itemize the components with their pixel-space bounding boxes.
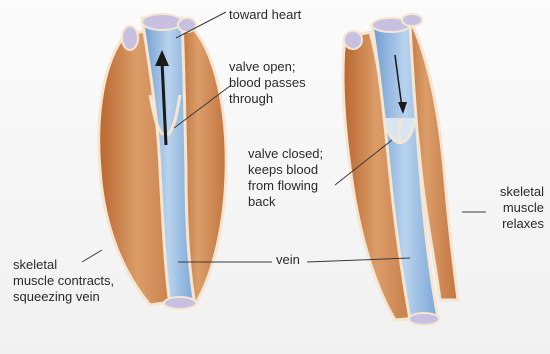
label-vein: vein <box>276 252 300 268</box>
left-vein-top-cut <box>142 14 182 30</box>
left-vein-bottom-cut <box>164 297 196 309</box>
label-skeletal-muscle-relaxes: skeletal muscle relaxes <box>488 184 544 232</box>
right-left-muscle-top-cut <box>344 31 362 49</box>
label-toward-heart: toward heart <box>229 7 301 23</box>
right-vein-bottom-cut <box>409 313 439 325</box>
label-valve-open: valve open; blood passes through <box>229 59 306 107</box>
right-right-muscle-top-cut <box>402 14 422 26</box>
right-muscle-top-cut <box>178 18 196 32</box>
left-muscle-top-cut <box>122 26 138 50</box>
label-skeletal-muscle-contracts: skeletal muscle contracts, squeezing vei… <box>13 257 114 305</box>
label-valve-closed: valve closed; keeps blood from flowing b… <box>248 146 323 210</box>
